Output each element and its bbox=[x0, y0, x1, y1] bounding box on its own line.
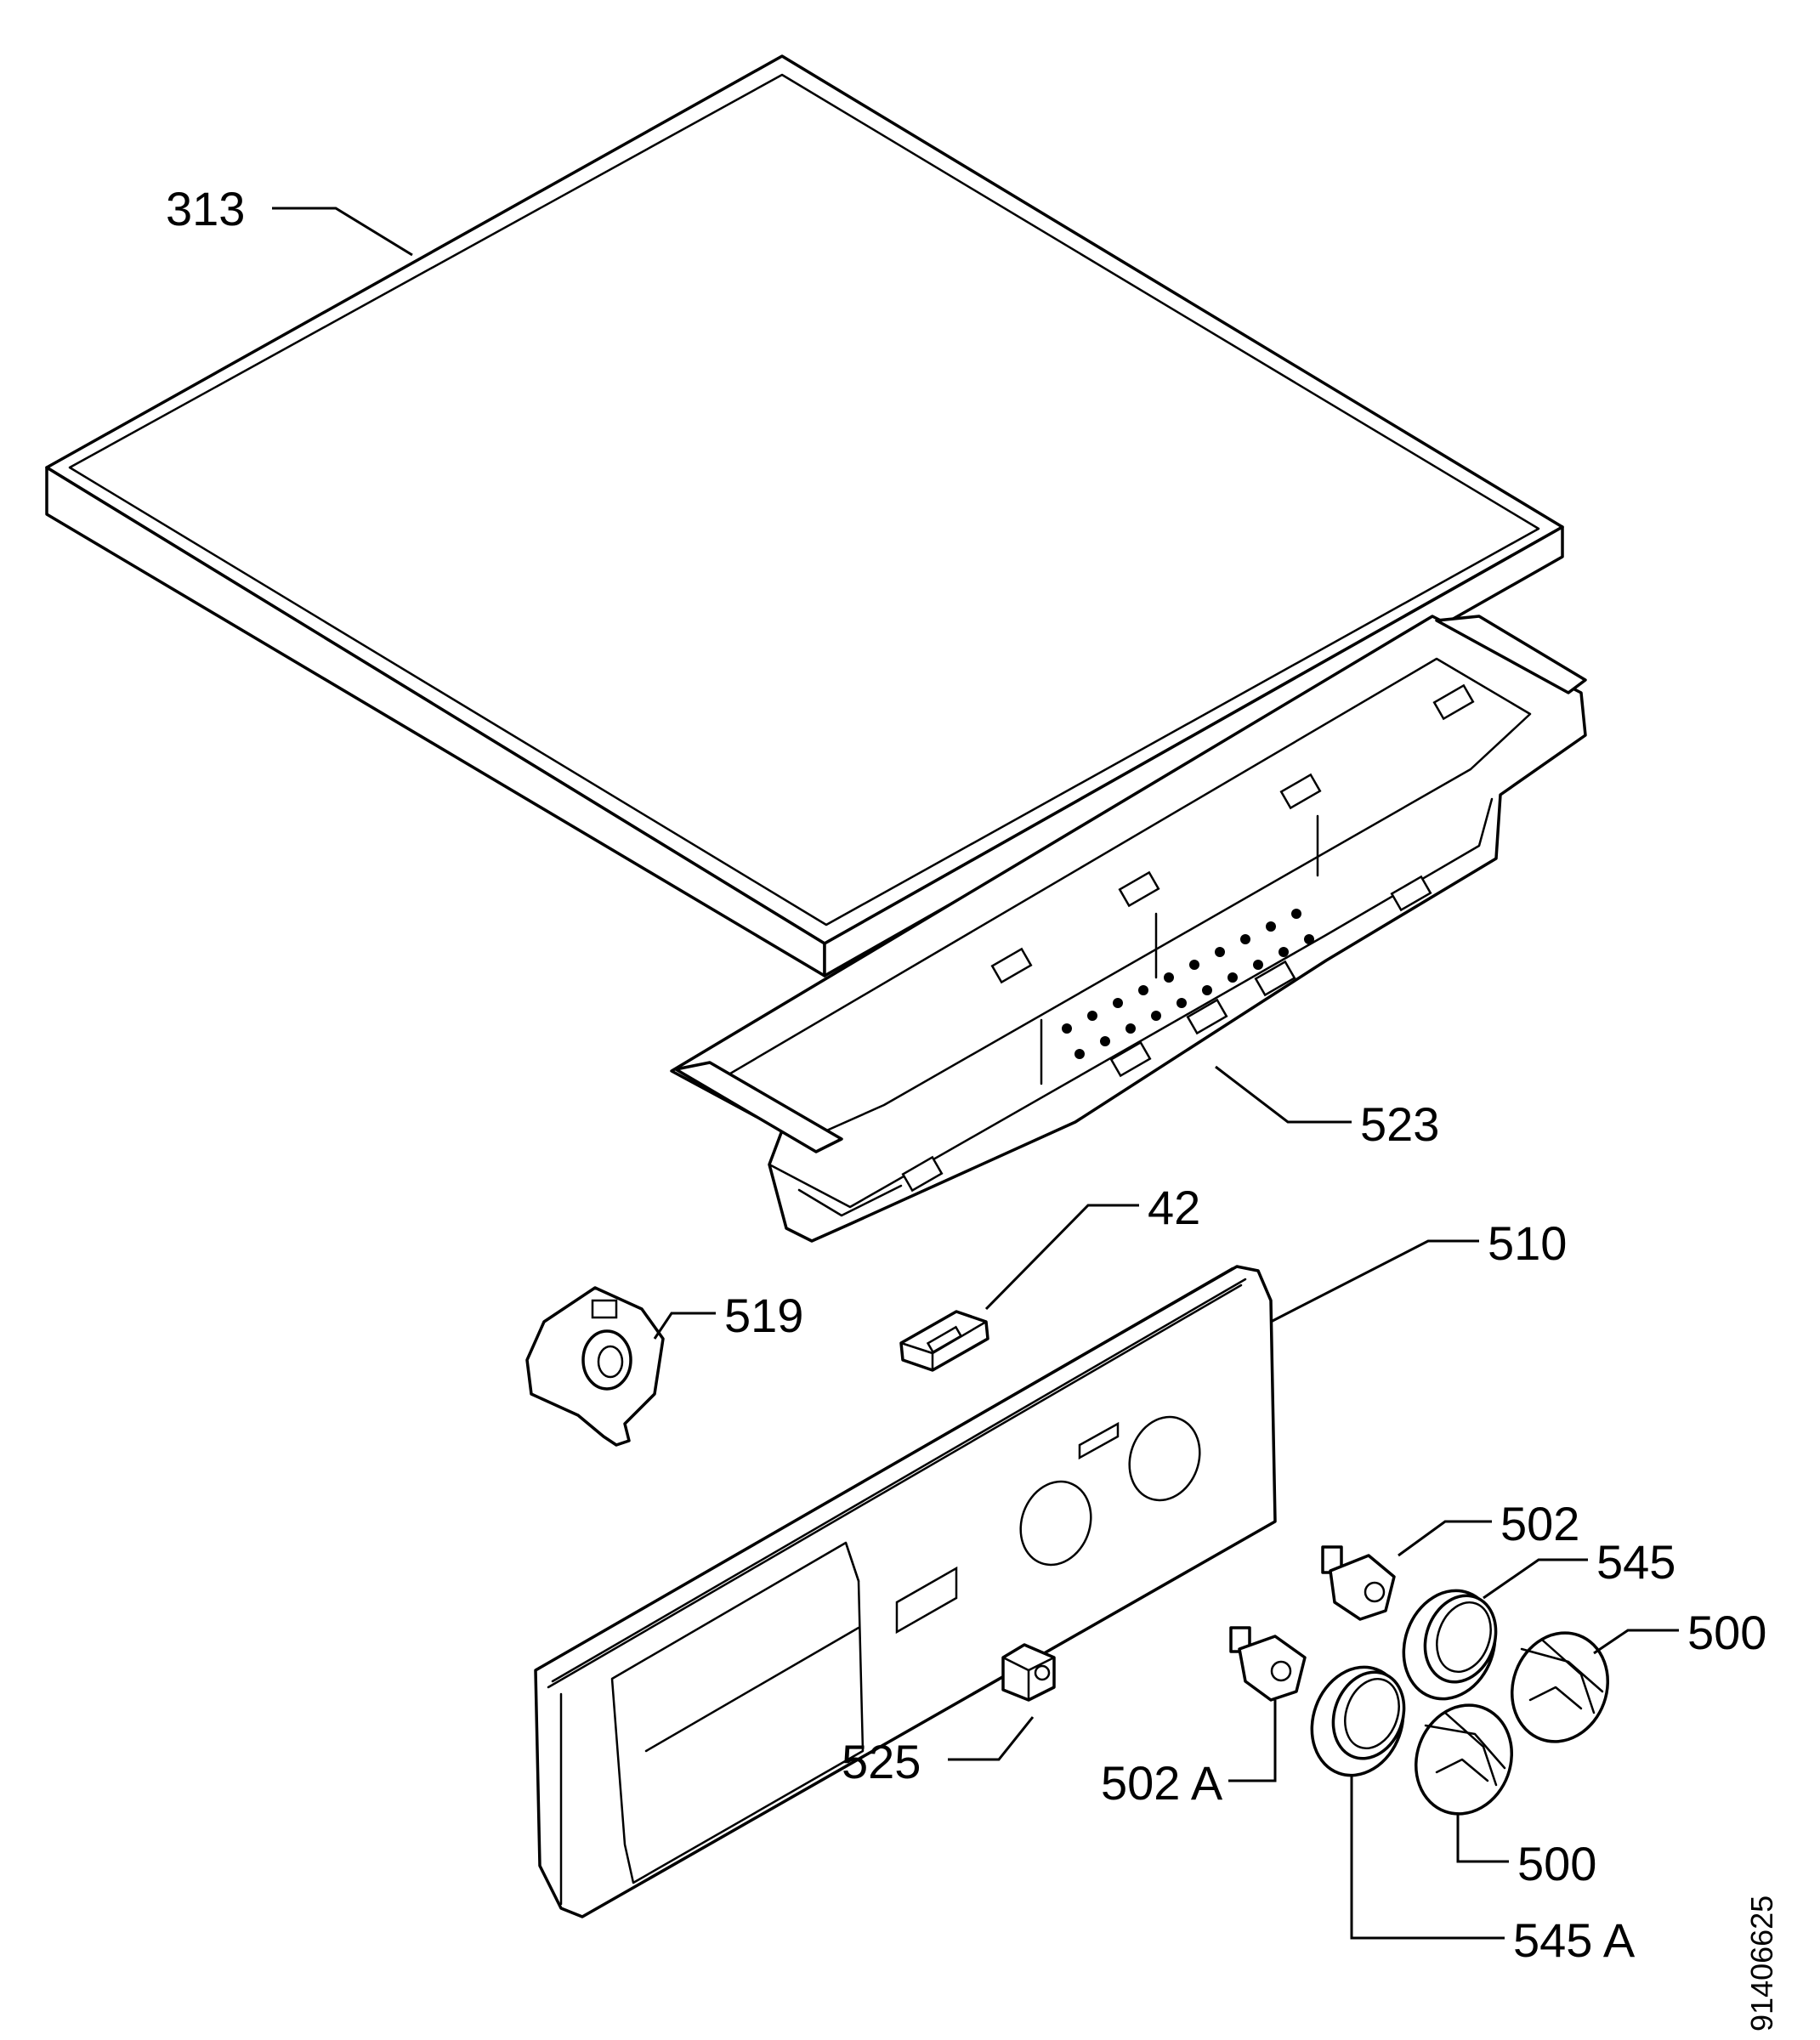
label-502: 502 bbox=[1500, 1497, 1579, 1550]
label-313: 313 bbox=[166, 182, 245, 235]
spindle-502 bbox=[1321, 1545, 1396, 1621]
fascia-510 bbox=[534, 1265, 1277, 1918]
label-42: 42 bbox=[1148, 1181, 1200, 1234]
label-525: 525 bbox=[842, 1735, 921, 1788]
connector-42 bbox=[899, 1310, 989, 1372]
push-button-525 bbox=[1001, 1643, 1056, 1702]
label-500-upper: 500 bbox=[1687, 1606, 1766, 1659]
label-519: 519 bbox=[724, 1289, 803, 1342]
label-502A: 502 A bbox=[1101, 1756, 1223, 1810]
label-523: 523 bbox=[1360, 1097, 1439, 1151]
ring-545 bbox=[1402, 1589, 1498, 1701]
label-545: 545 bbox=[1596, 1535, 1675, 1589]
ring-545A bbox=[1310, 1665, 1406, 1777]
top-cover-313 bbox=[45, 54, 1564, 978]
vent-holes bbox=[1062, 909, 1314, 1059]
document-number: 91406625 bbox=[1744, 1896, 1779, 2032]
knob-500-upper bbox=[1510, 1631, 1610, 1743]
spindle-502A bbox=[1229, 1626, 1307, 1702]
knob-500-lower bbox=[1414, 1703, 1514, 1816]
label-510: 510 bbox=[1488, 1216, 1567, 1270]
support-frame-523 bbox=[670, 615, 1587, 1243]
bracket-519 bbox=[525, 1286, 665, 1447]
part-labels: 313 523 42 510 519 502 545 500 525 502 A… bbox=[166, 182, 1766, 1967]
label-545A: 545 A bbox=[1513, 1913, 1636, 1967]
leader-lines bbox=[272, 207, 1679, 1940]
label-500-lower: 500 bbox=[1517, 1837, 1596, 1890]
